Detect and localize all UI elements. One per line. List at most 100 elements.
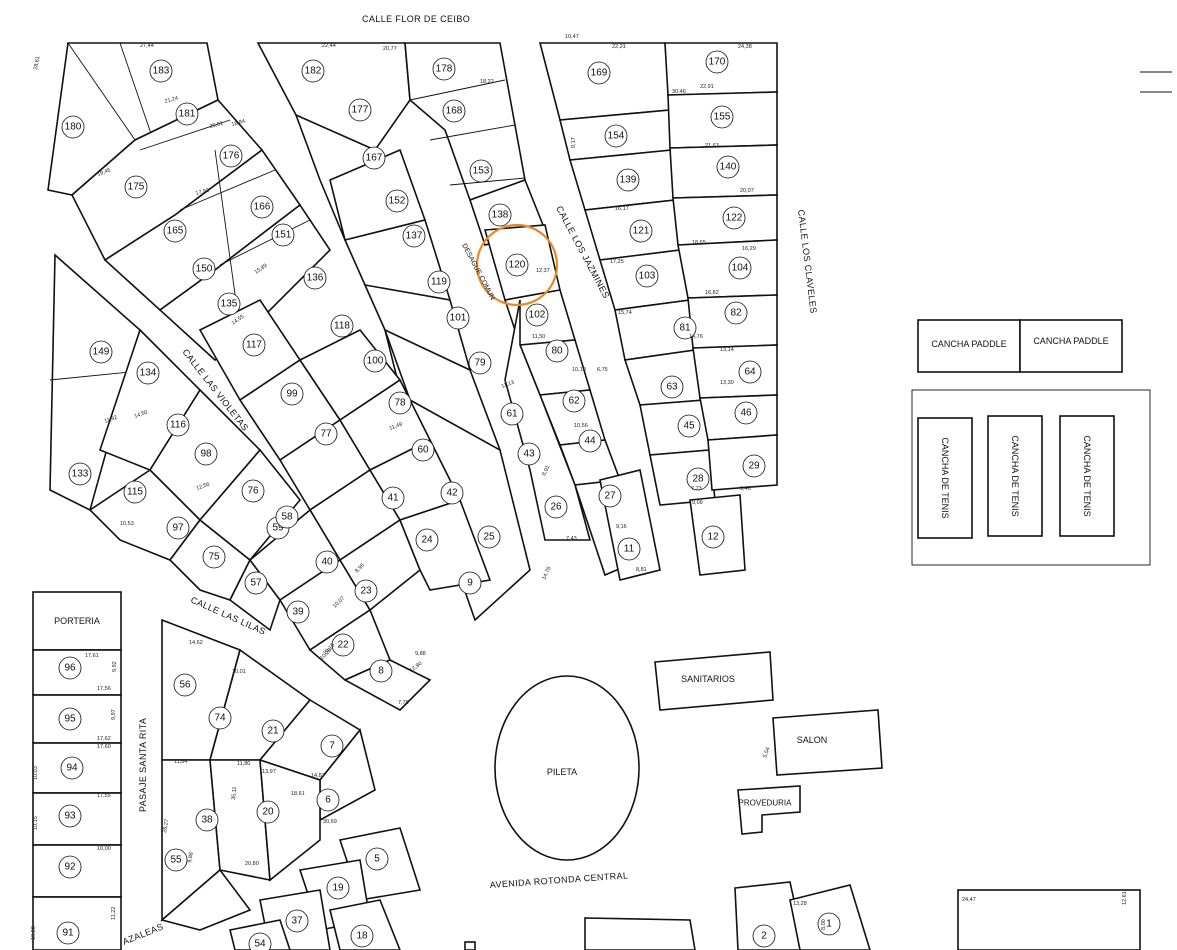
cancha-tenis-2[interactable]: [987, 415, 1043, 537]
lot-number-28[interactable]: 28: [686, 467, 710, 491]
lot-number-139[interactable]: 139: [616, 168, 640, 192]
lot-number-168[interactable]: 168: [442, 99, 466, 123]
lot-number-155[interactable]: 155: [710, 105, 734, 129]
lot-number-80[interactable]: 80: [545, 339, 569, 363]
lot-number-61[interactable]: 61: [500, 402, 524, 426]
lot-parcel[interactable]: [32, 896, 122, 950]
lot-number-23[interactable]: 23: [354, 579, 378, 603]
lot-number-138[interactable]: 138: [488, 203, 512, 227]
lot-number-9[interactable]: 9: [458, 571, 482, 595]
lot-parcel[interactable]: [329, 899, 401, 950]
lot-number-122[interactable]: 122: [722, 206, 746, 230]
lot-number-7[interactable]: 7: [320, 734, 344, 758]
lot-number-117[interactable]: 117: [242, 333, 266, 357]
lot-number-54[interactable]: 54: [248, 932, 272, 950]
lot-number-40[interactable]: 40: [315, 550, 339, 574]
sanitarios-building[interactable]: [654, 651, 774, 711]
lot-parcel[interactable]: [404, 42, 526, 202]
lot-parcel[interactable]: [734, 881, 806, 950]
lot-number-135[interactable]: 135: [217, 292, 241, 316]
lot-number-56[interactable]: 56: [173, 673, 197, 697]
lot-number-134[interactable]: 134: [136, 361, 160, 385]
lot-number-92[interactable]: 92: [58, 855, 82, 879]
lot-number-180[interactable]: 180: [61, 115, 85, 139]
lot-number-45[interactable]: 45: [677, 414, 701, 438]
lot-number-39[interactable]: 39: [286, 600, 310, 624]
lot-number-98[interactable]: 98: [194, 442, 218, 466]
lot-number-100[interactable]: 100: [363, 349, 387, 373]
lot-number-150[interactable]: 150: [192, 257, 216, 281]
cancha-paddle-2[interactable]: [1019, 319, 1123, 373]
lot-parcel[interactable]: [623, 349, 706, 406]
lot-number-57[interactable]: 57: [244, 571, 268, 595]
cancha-tenis-3[interactable]: [1059, 415, 1115, 537]
cancha-paddle-1[interactable]: [917, 319, 1021, 373]
lot-number-119[interactable]: 119: [427, 270, 451, 294]
lot-number-93[interactable]: 93: [58, 804, 82, 828]
lot-number-21[interactable]: 21: [261, 719, 285, 743]
lot-number-133[interactable]: 133: [68, 462, 92, 486]
lot-number-24[interactable]: 24: [415, 528, 439, 552]
lot-number-29[interactable]: 29: [742, 454, 766, 478]
lot-number-2[interactable]: 2: [752, 924, 776, 948]
proveduria-building[interactable]: [737, 785, 801, 835]
lot-number-140[interactable]: 140: [716, 155, 740, 179]
lot-number-175[interactable]: 175: [124, 175, 148, 199]
lot-number-96[interactable]: 96: [58, 656, 82, 680]
lot-number-178[interactable]: 178: [432, 57, 456, 81]
lot-number-115[interactable]: 115: [123, 480, 147, 504]
lot-parcel[interactable]: [692, 344, 778, 399]
lot-number-169[interactable]: 169: [587, 61, 611, 85]
lot-number-26[interactable]: 26: [544, 495, 568, 519]
lot-number-19[interactable]: 19: [326, 876, 350, 900]
lot-number-165[interactable]: 165: [163, 219, 187, 243]
lot-number-44[interactable]: 44: [578, 429, 602, 453]
lot-number-166[interactable]: 166: [250, 195, 274, 219]
lot-number-25[interactable]: 25: [477, 525, 501, 549]
lot-number-170[interactable]: 170: [705, 50, 729, 74]
lot-number-60[interactable]: 60: [411, 438, 435, 462]
cancha-tenis-1[interactable]: [917, 417, 973, 539]
lot-number-116[interactable]: 116: [166, 413, 190, 437]
lot-number-94[interactable]: 94: [60, 756, 84, 780]
lot-number-79[interactable]: 79: [468, 351, 492, 375]
lot-number-153[interactable]: 153: [469, 159, 493, 183]
lot-number-104[interactable]: 104: [728, 256, 752, 280]
lot-parcel[interactable]: [957, 889, 1141, 950]
lot-parcel[interactable]: [259, 758, 321, 882]
lot-number-120[interactable]: 120: [505, 253, 529, 277]
lot-number-43[interactable]: 43: [517, 442, 541, 466]
lot-number-137[interactable]: 137: [402, 224, 426, 248]
lot-number-118[interactable]: 118: [330, 314, 354, 338]
lot-number-38[interactable]: 38: [195, 808, 219, 832]
lot-number-6[interactable]: 6: [316, 788, 340, 812]
lot-number-58[interactable]: 58: [275, 505, 299, 529]
lot-number-42[interactable]: 42: [440, 481, 464, 505]
lot-number-177[interactable]: 177: [348, 98, 372, 122]
lot-number-101[interactable]: 101: [446, 306, 470, 330]
lot-number-8[interactable]: 8: [369, 659, 393, 683]
lot-number-149[interactable]: 149: [89, 340, 113, 364]
lot-number-74[interactable]: 74: [208, 706, 232, 730]
lot-number-181[interactable]: 181: [175, 102, 199, 126]
lot-number-12[interactable]: 12: [701, 525, 725, 549]
lot-number-176[interactable]: 176: [219, 144, 243, 168]
lot-number-75[interactable]: 75: [202, 545, 226, 569]
lot-number-62[interactable]: 62: [562, 389, 586, 413]
lot-number-97[interactable]: 97: [166, 516, 190, 540]
lot-number-27[interactable]: 27: [598, 484, 622, 508]
lot-number-121[interactable]: 121: [629, 219, 653, 243]
lot-number-22[interactable]: 22: [331, 633, 355, 657]
lot-number-78[interactable]: 78: [388, 391, 412, 415]
lot-parcel[interactable]: [707, 434, 778, 491]
lot-parcel[interactable]: [584, 917, 696, 950]
lot-number-76[interactable]: 76: [241, 479, 265, 503]
lot-number-152[interactable]: 152: [385, 189, 409, 213]
lot-number-20[interactable]: 20: [256, 800, 280, 824]
lot-number-81[interactable]: 81: [673, 316, 697, 340]
lot-number-37[interactable]: 37: [285, 909, 309, 933]
lot-number-91[interactable]: 91: [56, 921, 80, 945]
lot-parcel[interactable]: [160, 868, 252, 931]
lot-number-5[interactable]: 5: [365, 847, 389, 871]
lot-number-77[interactable]: 77: [314, 422, 338, 446]
